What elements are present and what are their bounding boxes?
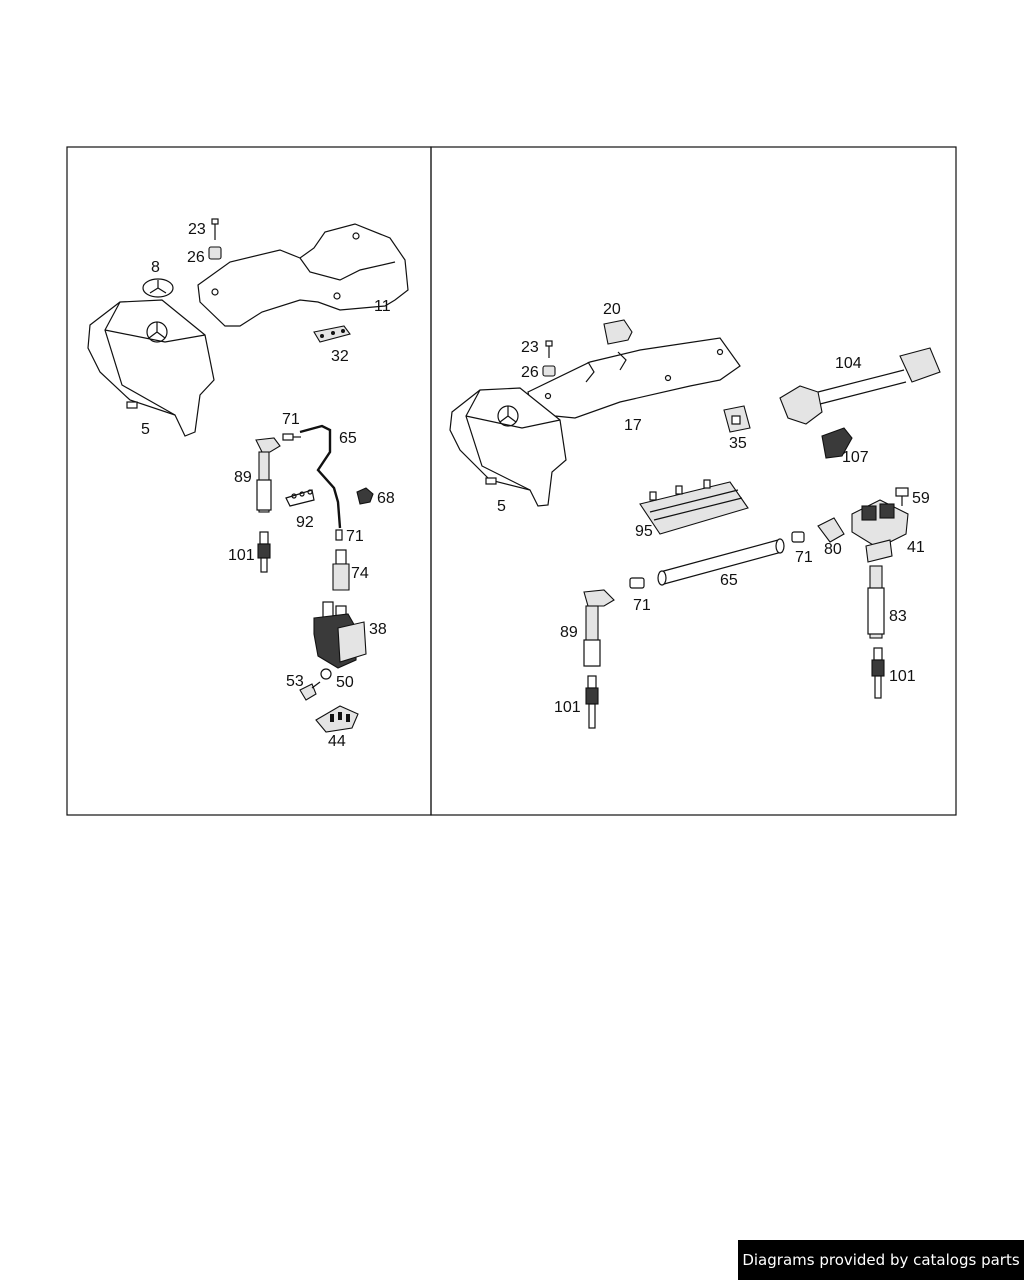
callout-65-left: 65 [339,430,357,447]
connector-boot-74 [332,549,350,591]
cable-clip-92 [285,489,315,507]
callout-5-right: 5 [497,498,506,515]
pin-71-left-b [335,529,343,541]
callout-104: 104 [835,355,862,372]
spark-plug-101-right-b [871,647,885,699]
plug-connector-89-right [583,589,615,667]
ignition-coil-38 [313,601,367,669]
mounting-rail-95 [639,479,749,535]
nut-68 [356,487,374,505]
bracket-44 [315,705,359,733]
clip-20 [603,319,633,345]
bolt-23-left [211,218,219,240]
bolt-59 [895,487,909,506]
callout-89-left: 89 [234,469,252,486]
callout-32: 32 [331,348,349,365]
sensor-104 [779,347,941,425]
clip-35 [723,405,751,433]
spark-plug-101-left [257,531,271,573]
callout-92: 92 [296,514,314,531]
callout-8: 8 [151,259,160,276]
callout-95: 95 [635,523,653,540]
callout-38: 38 [369,621,387,638]
connector-strip-32 [313,325,351,343]
spark-plug-101-right-a [585,675,599,729]
sensor-107 [821,427,853,459]
callout-101-right-b: 101 [889,668,916,685]
grommet-26-left [208,246,222,260]
bolt-53-left [299,681,321,701]
callout-83: 83 [889,608,907,625]
callout-101-left: 101 [228,547,255,564]
washer-50 [320,668,332,680]
callout-89-right: 89 [560,624,578,641]
pin-71-left-a [282,433,301,441]
bracket-plate-11 [197,223,409,327]
callout-23-right: 23 [521,339,539,356]
right-panel-frame [430,146,957,816]
callout-59: 59 [912,490,930,507]
callout-11: 11 [374,298,391,315]
callout-35: 35 [729,435,747,452]
callout-101-right-a: 101 [554,699,581,716]
plug-connector-89-left [255,437,281,513]
callout-26-right: 26 [521,364,539,381]
pin-71-right-b [629,577,645,589]
callout-53: 53 [286,673,304,690]
plug-connector-83 [867,565,885,639]
callout-80: 80 [824,541,842,558]
callout-74: 74 [351,565,369,582]
callout-68: 68 [377,490,395,507]
footer-credit-badge: Diagrams provided by catalogs parts [738,1240,1024,1280]
callout-65-right: 65 [720,572,738,589]
callout-17: 17 [624,417,642,434]
callout-5-left: 5 [141,421,150,438]
callout-44: 44 [328,733,346,750]
engine-cover-5-left [87,299,215,437]
grommet-26-right [542,365,556,377]
callout-41: 41 [907,539,925,556]
callout-71-left-a: 71 [282,411,300,428]
callout-20: 20 [603,301,621,318]
pin-71-right-a [791,531,805,543]
ignition-cable-65-left [299,424,342,529]
engine-cover-5-right [449,387,567,507]
callout-107: 107 [842,449,869,466]
bolt-23-right [545,340,553,358]
cover-plate-17 [527,337,741,419]
ignition-cable-65-right [657,538,785,586]
ignition-coil-41 [851,499,909,563]
callout-71-left-b: 71 [346,528,364,545]
callout-26-left: 26 [187,249,205,266]
callout-50: 50 [336,674,354,691]
connector-80 [817,517,845,543]
emblem-8 [142,278,174,298]
callout-71-right-b: 71 [633,597,651,614]
callout-23-left: 23 [188,221,206,238]
callout-71-right-a: 71 [795,549,813,566]
